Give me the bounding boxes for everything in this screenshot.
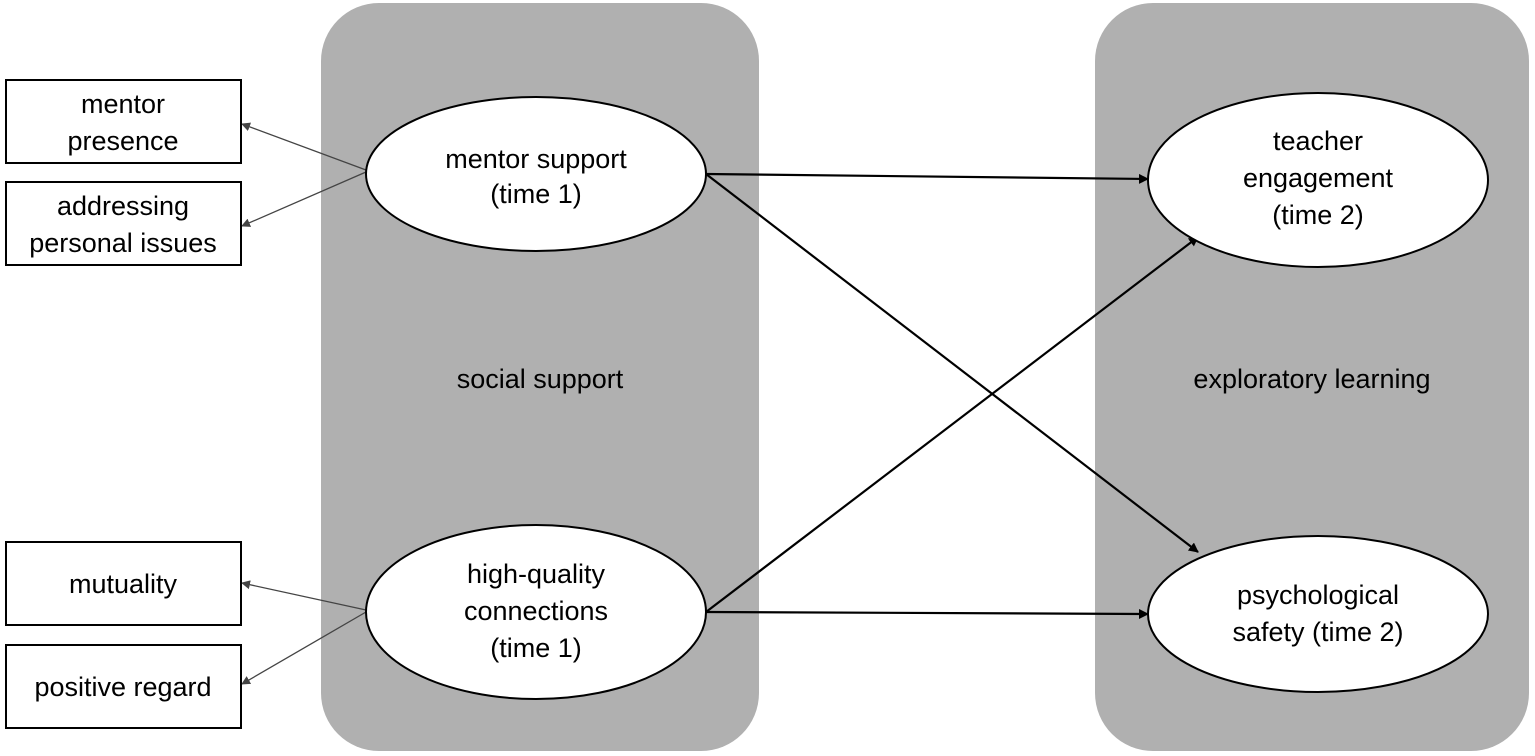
hq-connections-node: high-quality connections (time 1) bbox=[365, 524, 707, 700]
svg-text:(time 1): (time 1) bbox=[490, 179, 582, 209]
svg-text:presence: presence bbox=[67, 126, 178, 156]
arrow-to-addressing-issues bbox=[241, 171, 367, 227]
svg-text:(time 2): (time 2) bbox=[1272, 200, 1364, 230]
svg-text:engagement: engagement bbox=[1243, 163, 1394, 193]
svg-text:psychological: psychological bbox=[1237, 580, 1399, 610]
svg-text:connections: connections bbox=[464, 596, 608, 626]
svg-text:mutuality: mutuality bbox=[69, 569, 178, 599]
arrow-to-mutuality bbox=[241, 580, 367, 611]
svg-text:(time 1): (time 1) bbox=[490, 633, 582, 663]
svg-text:addressing: addressing bbox=[57, 191, 189, 221]
mentor-presence-box: mentor presence bbox=[5, 79, 242, 164]
svg-text:mentor: mentor bbox=[81, 89, 165, 119]
addressing-issues-box: addressing personal issues bbox=[5, 181, 242, 266]
svg-text:positive regard: positive regard bbox=[34, 672, 211, 702]
svg-text:safety (time 2): safety (time 2) bbox=[1232, 617, 1403, 647]
mutuality-box: mutuality bbox=[5, 541, 242, 626]
svg-text:personal issues: personal issues bbox=[29, 228, 217, 258]
arrow-to-mentor-presence bbox=[241, 122, 367, 171]
path-hq-to-engagement bbox=[705, 236, 1199, 613]
arrow-to-positive-regard bbox=[241, 611, 367, 685]
svg-text:mentor support: mentor support bbox=[445, 144, 627, 174]
teacher-engagement-node: teacher engagement (time 2) bbox=[1147, 92, 1489, 268]
positive-regard-box: positive regard bbox=[5, 644, 242, 729]
mentor-support-node: mentor support (time 1) bbox=[365, 96, 707, 252]
exploratory-learning-label: exploratory learning bbox=[1193, 364, 1430, 394]
svg-text:teacher: teacher bbox=[1273, 126, 1363, 156]
psychological-safety-node: psychological safety (time 2) bbox=[1147, 535, 1489, 693]
svg-text:high-quality: high-quality bbox=[467, 559, 606, 589]
path-hq-to-safety bbox=[705, 608, 1149, 619]
path-mentor-to-engagement bbox=[705, 172, 1149, 184]
path-mentor-to-safety bbox=[705, 173, 1199, 553]
social-support-label: social support bbox=[457, 364, 624, 394]
